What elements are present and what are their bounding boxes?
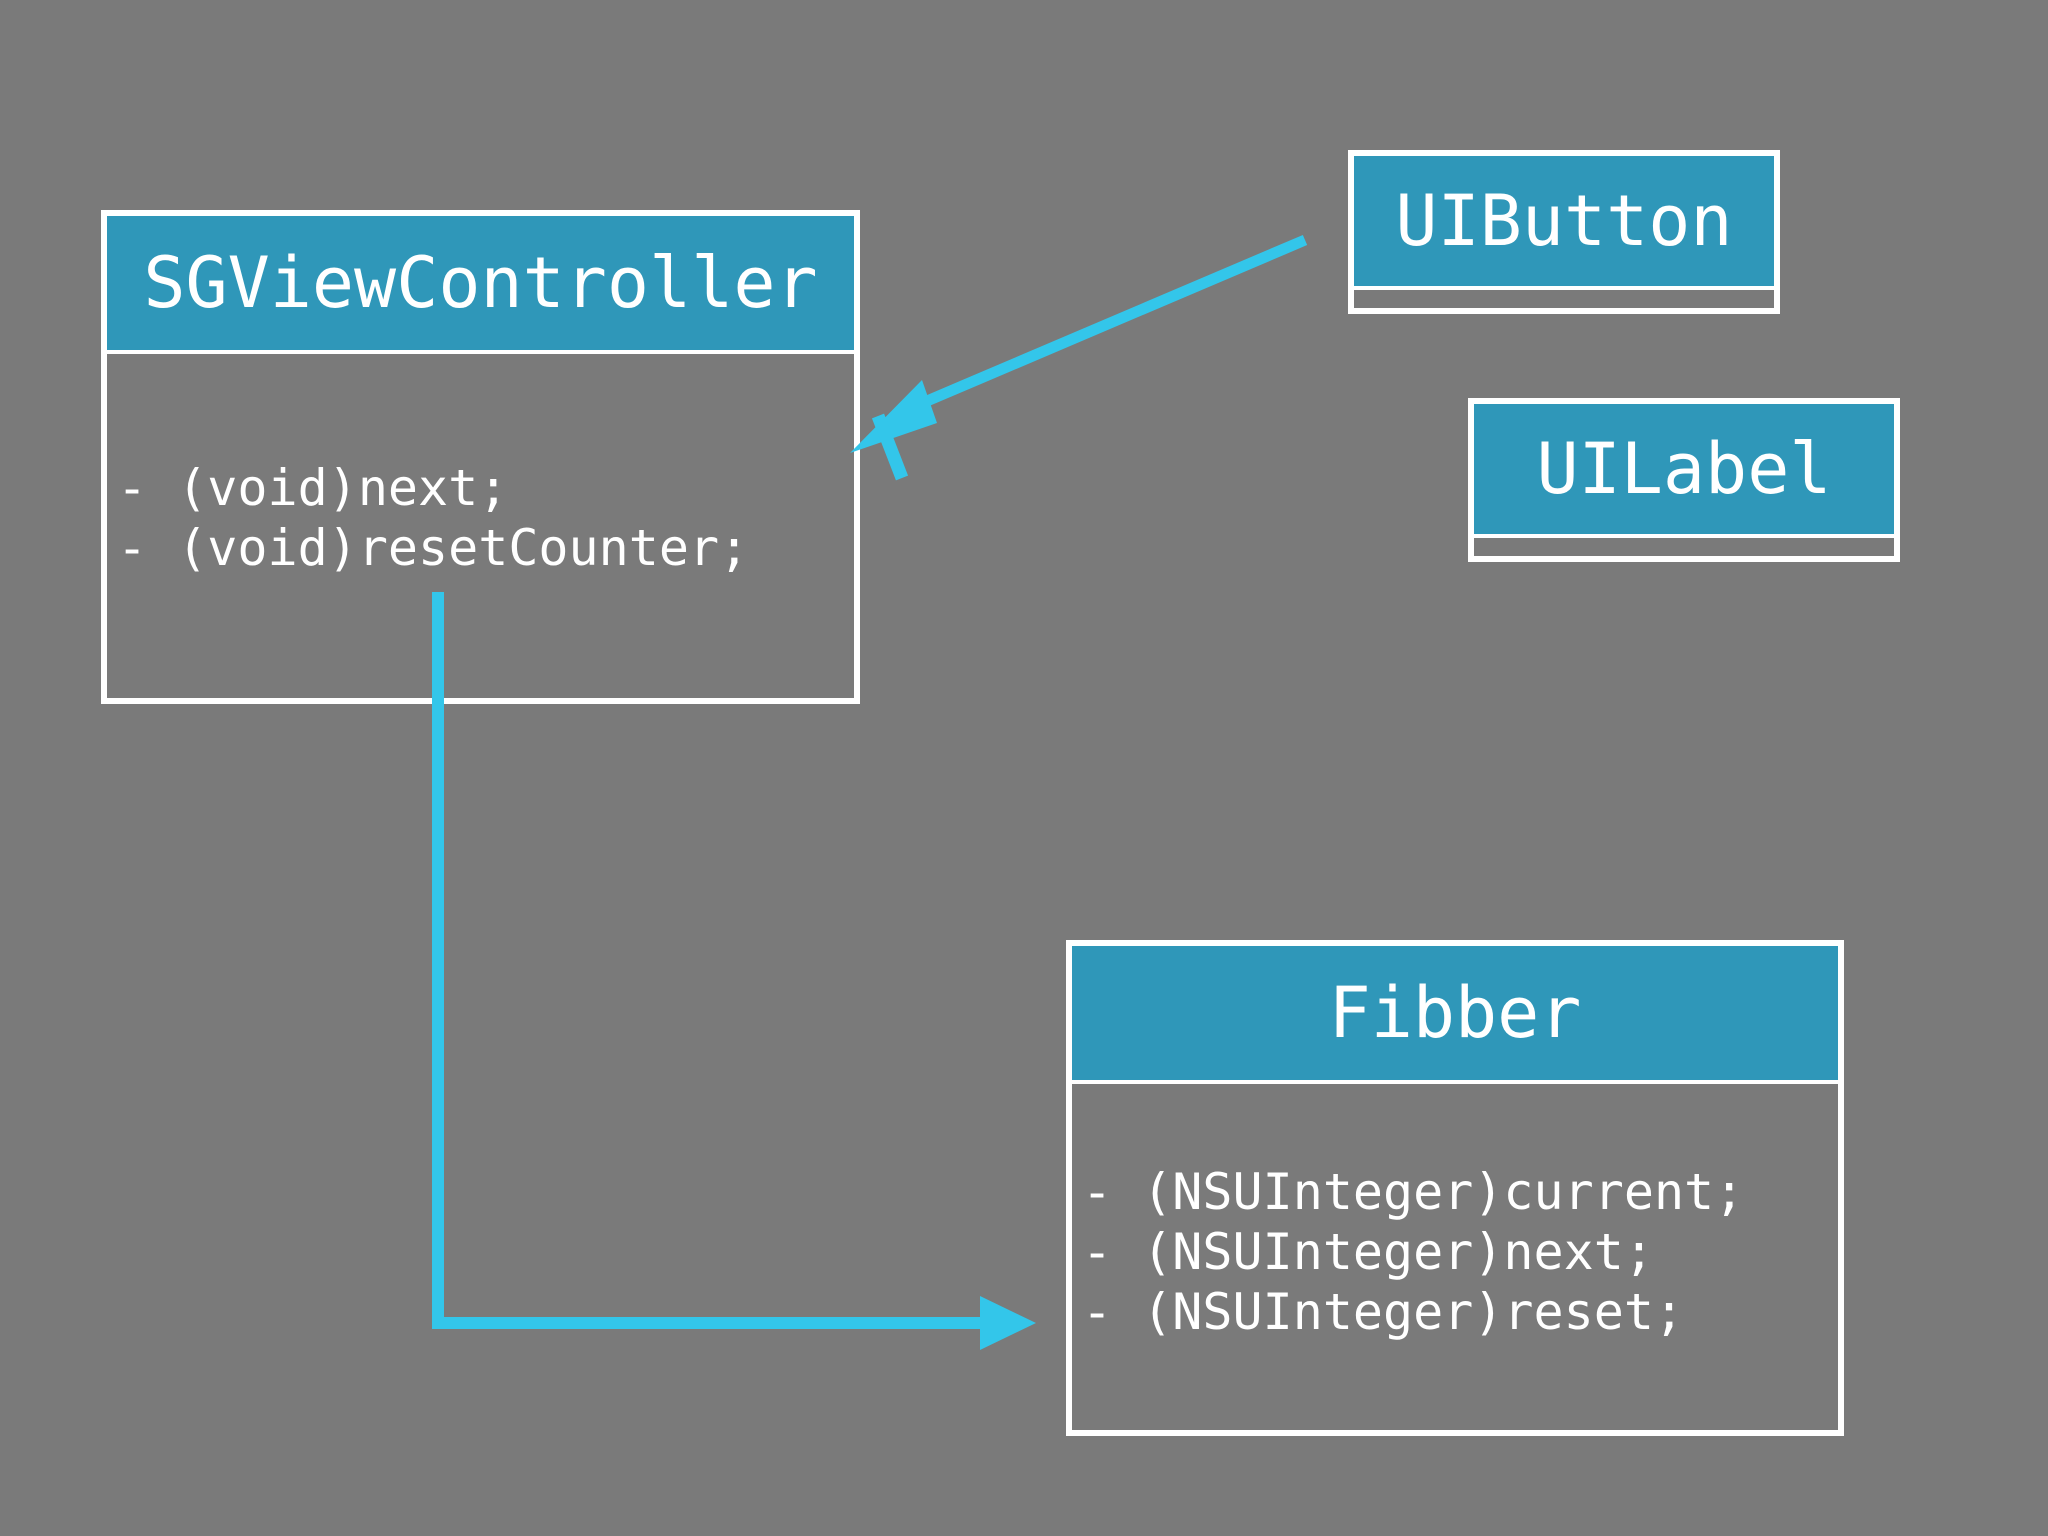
- class-box-sgviewcontroller: SGViewController - (void)next; - (void)r…: [101, 210, 860, 704]
- class-box-uibutton: UIButton: [1348, 150, 1780, 314]
- method-next: - (void)next;: [117, 459, 509, 517]
- arrow-fibber-line: [432, 592, 985, 1329]
- method-fibber-next: - (NSUInteger)next;: [1082, 1223, 1654, 1281]
- method-current: - (NSUInteger)current;: [1082, 1163, 1745, 1221]
- arrow-sgviewcontroller-to-fibber: [432, 592, 1036, 1350]
- arrow-uibutton-to-sgviewcontroller: [850, 234, 1308, 481]
- arrow-fibber-head: [980, 1296, 1036, 1350]
- arrow-uibutton-head: [850, 380, 937, 453]
- method-reset-counter: - (void)resetCounter;: [117, 519, 750, 577]
- methods-fibber: - (NSUInteger)current; - (NSUInteger)nex…: [1072, 1084, 1838, 1430]
- arrow-uibutton-line: [917, 234, 1308, 410]
- class-name-uibutton: UIButton: [1354, 156, 1774, 290]
- class-name-sgviewcontroller: SGViewController: [107, 216, 854, 354]
- class-name-fibber: Fibber: [1072, 946, 1838, 1084]
- methods-sgviewcontroller: - (void)next; - (void)resetCounter;: [107, 354, 854, 698]
- arrow-uibutton-barb: [871, 413, 909, 481]
- method-fibber-reset: - (NSUInteger)reset;: [1082, 1283, 1685, 1341]
- class-box-uilabel: UILabel: [1468, 398, 1900, 562]
- class-name-uilabel: UILabel: [1474, 404, 1894, 538]
- class-box-fibber: Fibber - (NSUInteger)current; - (NSUInte…: [1066, 940, 1844, 1436]
